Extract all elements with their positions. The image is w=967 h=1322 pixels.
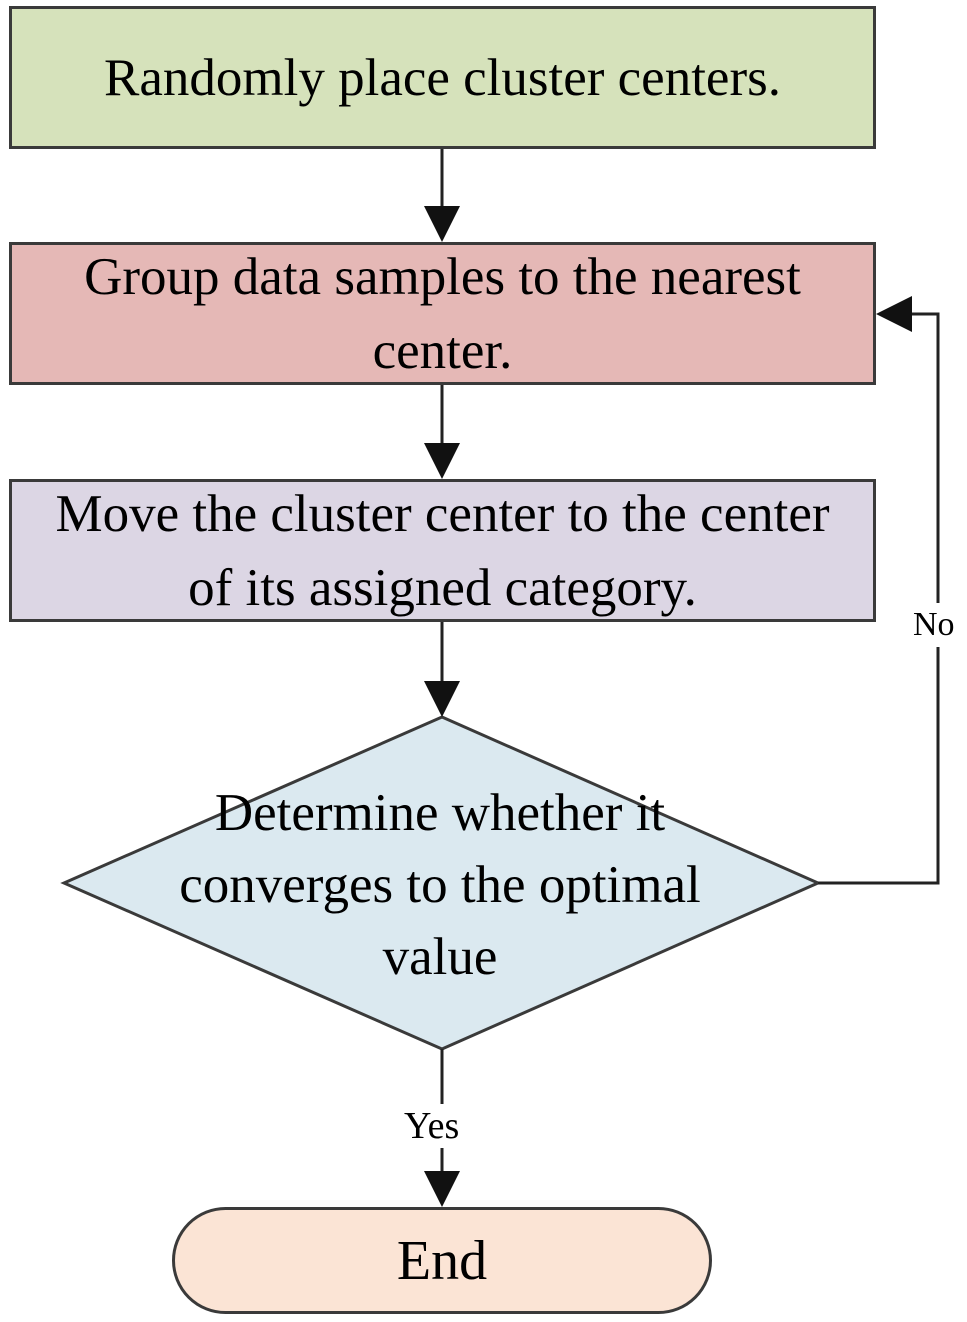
start-step-label: Randomly place cluster centers. bbox=[104, 48, 781, 107]
arrowhead-no-loop bbox=[876, 296, 912, 332]
start-step-box: Randomly place cluster centers. bbox=[9, 6, 876, 149]
end-label: End bbox=[396, 1229, 488, 1292]
yes-edge-label: Yes bbox=[404, 1104, 460, 1148]
arrowhead-decision-to-end bbox=[424, 1171, 460, 1207]
end-terminal: End bbox=[172, 1207, 712, 1314]
move-step-label: Move the cluster center to the center of… bbox=[55, 484, 830, 617]
arrowhead-group-to-move bbox=[424, 443, 460, 479]
group-step-box: Group data samples to the nearest center… bbox=[9, 242, 876, 385]
arrow-no-loop bbox=[818, 312, 940, 885]
decision-label: Determine whether it converges to the op… bbox=[179, 784, 701, 986]
arrowhead-start-to-group bbox=[424, 206, 460, 242]
group-step-label: Group data samples to the nearest center… bbox=[84, 247, 801, 380]
arrowhead-move-to-decision bbox=[424, 681, 460, 717]
decision-label-wrap: Determine whether it converges to the op… bbox=[140, 770, 740, 1000]
move-step-box: Move the cluster center to the center of… bbox=[9, 479, 876, 622]
no-edge-label: No bbox=[913, 603, 955, 647]
